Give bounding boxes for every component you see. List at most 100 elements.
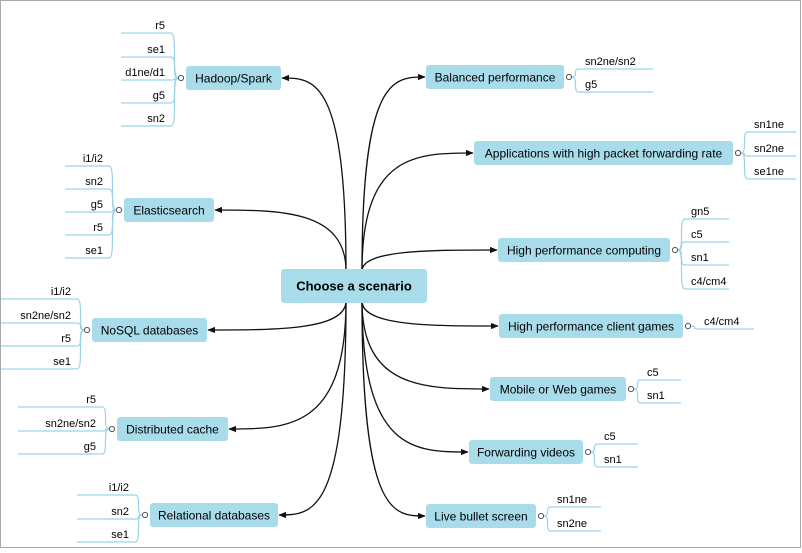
connector-games (361, 300, 499, 330)
connector-nosql (207, 300, 347, 334)
branch-balanced-box[interactable] (426, 65, 564, 89)
leaf-games-0[interactable]: c4/cm4 (704, 316, 739, 328)
branch-hadoop-box[interactable] (186, 66, 281, 90)
branch-elastic-box[interactable] (124, 198, 214, 222)
branch-balanced-label: Balanced performance (435, 70, 556, 84)
branch-bullet[interactable]: Live bullet screen (426, 504, 536, 528)
branch-mobile-box[interactable] (490, 377, 626, 401)
leaf-video-0[interactable]: c5 (604, 431, 616, 443)
connector-bullet (361, 300, 426, 520)
leaf-hadoop-3[interactable]: g5 (153, 90, 165, 102)
connector-video (361, 300, 469, 456)
branch-cache-box[interactable] (117, 417, 228, 441)
leaf-cache-2[interactable]: g5 (84, 441, 96, 453)
collapse-dot-games[interactable] (684, 322, 692, 330)
center-node-box[interactable] (281, 269, 427, 303)
collapse-dot-elastic[interactable] (115, 206, 123, 214)
collapse-dot-packet[interactable] (734, 149, 742, 157)
leaf-curve-nosql-3 (76, 329, 85, 370)
leaf-balanced-1[interactable]: g5 (585, 79, 597, 91)
branch-nosql-box[interactable] (92, 318, 207, 342)
connector-balanced (361, 73, 426, 272)
leaf-hadoop-2[interactable]: d1ne/d1 (125, 67, 165, 79)
leaf-mobile-0[interactable]: c5 (647, 367, 659, 379)
collapse-dot-video[interactable] (584, 448, 592, 456)
collapse-dot-hpc[interactable] (671, 246, 679, 254)
connector-hpc (361, 246, 498, 272)
branch-video-box[interactable] (469, 440, 583, 464)
leaf-video-1[interactable]: sn1 (604, 454, 622, 466)
collapse-dot-nosql[interactable] (83, 326, 91, 334)
leaf-curve-rdb-0 (134, 494, 143, 516)
branch-rdb-label: Relational databases (158, 508, 270, 522)
leaf-hpc-2[interactable]: sn1 (691, 252, 709, 264)
branch-nosql[interactable]: NoSQL databases (92, 318, 207, 342)
leaf-bullet-1[interactable]: sn2ne (557, 518, 587, 530)
connector-elastic (214, 206, 347, 272)
leaf-mobile-1[interactable]: sn1 (647, 390, 665, 402)
leaf-hadoop-4[interactable]: sn2 (147, 113, 165, 125)
leaf-hpc-0[interactable]: gn5 (691, 206, 709, 218)
collapse-dot-balanced[interactable] (565, 73, 573, 81)
branch-mobile-label: Mobile or Web games (500, 382, 617, 396)
leaf-curve-cache-2 (101, 428, 110, 455)
leaf-hpc-1[interactable]: c5 (691, 229, 703, 241)
center-node-label: Choose a scenario (296, 279, 412, 294)
branch-elastic-label: Elasticsearch (133, 203, 204, 217)
leaf-nosql-2[interactable]: r5 (61, 333, 71, 345)
branch-balanced[interactable]: Balanced performance (426, 65, 564, 89)
leaf-curve-elastic-4 (108, 209, 117, 259)
leaf-balanced-0[interactable]: sn2ne/sn2 (585, 56, 636, 68)
leaf-elastic-0[interactable]: i1/i2 (83, 153, 103, 165)
leaf-rdb-2[interactable]: se1 (111, 529, 129, 541)
branch-hpc-box[interactable] (498, 238, 670, 262)
leaf-packet-2[interactable]: se1ne (754, 166, 784, 178)
branch-packet[interactable]: Applications with high packet forwarding… (474, 141, 733, 165)
branch-hadoop[interactable]: Hadoop/Spark (186, 66, 281, 90)
leaf-cache-0[interactable]: r5 (86, 394, 96, 406)
branch-hadoop-label: Hadoop/Spark (195, 71, 273, 85)
branch-bullet-box[interactable] (426, 504, 536, 528)
branch-games-label: High performance client games (508, 319, 674, 333)
leaf-nosql-1[interactable]: sn2ne/sn2 (20, 310, 71, 322)
leaf-packet-1[interactable]: sn2ne (754, 143, 784, 155)
leaf-elastic-1[interactable]: sn2 (85, 176, 103, 188)
leaf-elastic-3[interactable]: r5 (93, 222, 103, 234)
collapse-dot-mobile[interactable] (627, 385, 635, 393)
leaf-cache-1[interactable]: sn2ne/sn2 (45, 418, 96, 430)
branch-games[interactable]: High performance client games (499, 314, 683, 338)
leaf-curve-packet-0 (740, 131, 749, 154)
branch-video[interactable]: Forwarding videos (469, 440, 583, 464)
branch-mobile[interactable]: Mobile or Web games (490, 377, 626, 401)
leaf-nosql-0[interactable]: i1/i2 (51, 286, 71, 298)
branch-elastic[interactable]: Elasticsearch (124, 198, 214, 222)
branch-games-box[interactable] (499, 314, 683, 338)
collapse-dot-bullet[interactable] (537, 512, 545, 520)
leaf-hadoop-0[interactable]: r5 (155, 20, 165, 32)
branch-rdb-box[interactable] (150, 503, 278, 527)
leaf-rdb-0[interactable]: i1/i2 (109, 482, 129, 494)
branch-nosql-label: NoSQL databases (101, 323, 199, 337)
leaf-curve-bullet-0 (543, 506, 552, 517)
leaf-rdb-1[interactable]: sn2 (111, 506, 129, 518)
branch-packet-label: Applications with high packet forwarding… (485, 146, 723, 160)
leaf-nosql-3[interactable]: se1 (53, 356, 71, 368)
leaf-bullet-0[interactable]: sn1ne (557, 494, 587, 506)
leaf-elastic-4[interactable]: se1 (85, 245, 103, 257)
leaf-hpc-3[interactable]: c4/cm4 (691, 276, 726, 288)
leaf-curve-elastic-1 (108, 188, 117, 211)
leaf-packet-0[interactable]: sn1ne (754, 119, 784, 131)
collapse-dot-cache[interactable] (108, 425, 116, 433)
leaf-curve-hadoop-4 (170, 77, 179, 127)
branch-hpc[interactable]: High performance computing (498, 238, 670, 262)
center-node[interactable]: Choose a scenario (281, 269, 427, 303)
leaf-curve-video-0 (590, 443, 599, 453)
leaf-elastic-2[interactable]: g5 (91, 199, 103, 211)
leaf-curve-bullet-1 (543, 515, 552, 532)
branch-packet-box[interactable] (474, 141, 733, 165)
branch-rdb[interactable]: Relational databases (150, 503, 278, 527)
collapse-dot-rdb[interactable] (141, 511, 149, 519)
collapse-dot-hadoop[interactable] (177, 74, 185, 82)
branch-cache[interactable]: Distributed cache (117, 417, 228, 441)
leaf-hadoop-1[interactable]: se1 (147, 44, 165, 56)
